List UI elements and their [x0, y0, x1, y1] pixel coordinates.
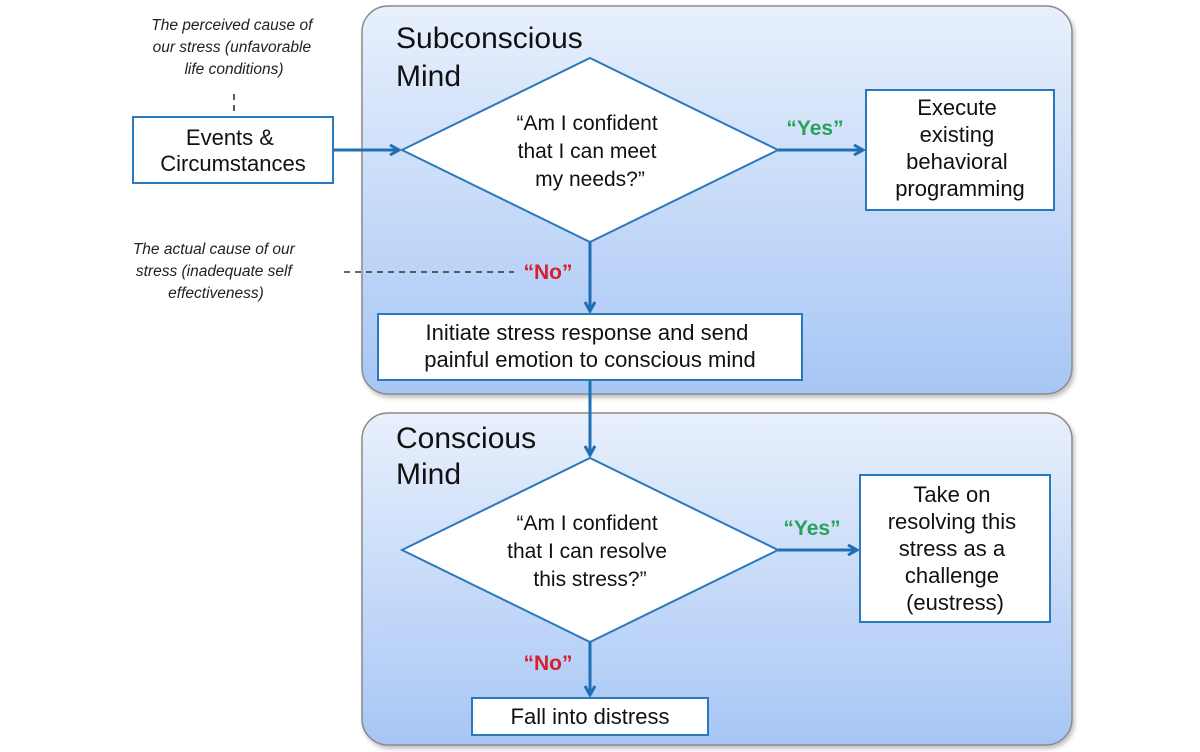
- distress-label: Fall into distress: [511, 704, 670, 729]
- execute-programming-box: [865, 89, 1055, 211]
- actual-cause-annotation: The actual cause of our stress (inadequa…: [133, 241, 299, 302]
- subconscious-no-label: “No”: [524, 261, 573, 284]
- eustress-challenge-label: Take on resolving this stress as a chall…: [888, 482, 1023, 615]
- events-circumstances-label: Events & Circumstances: [160, 125, 305, 176]
- eustress-challenge-box: [859, 474, 1051, 623]
- stress-response-box: [377, 313, 803, 381]
- stress-response-label: Initiate stress response and send painfu…: [424, 320, 755, 372]
- conscious-mind-title: Conscious Mind: [396, 422, 544, 491]
- distress-box: [471, 697, 709, 736]
- execute-programming-label: Execute existing behavioral programming: [895, 95, 1025, 201]
- events-circumstances-box: [132, 116, 334, 184]
- conscious-question-text: “Am I confident that I can resolve this …: [507, 512, 673, 591]
- subconscious-question-text: “Am I confident that I can meet my needs…: [516, 112, 663, 191]
- conscious-no-label: “No”: [524, 652, 573, 675]
- conscious-yes-label: “Yes”: [783, 517, 840, 540]
- subconscious-yes-label: “Yes”: [786, 117, 843, 140]
- perceived-cause-annotation: The perceived cause of our stress (unfav…: [151, 17, 316, 78]
- subconscious-mind-title: Subconscious Mind: [396, 22, 591, 93]
